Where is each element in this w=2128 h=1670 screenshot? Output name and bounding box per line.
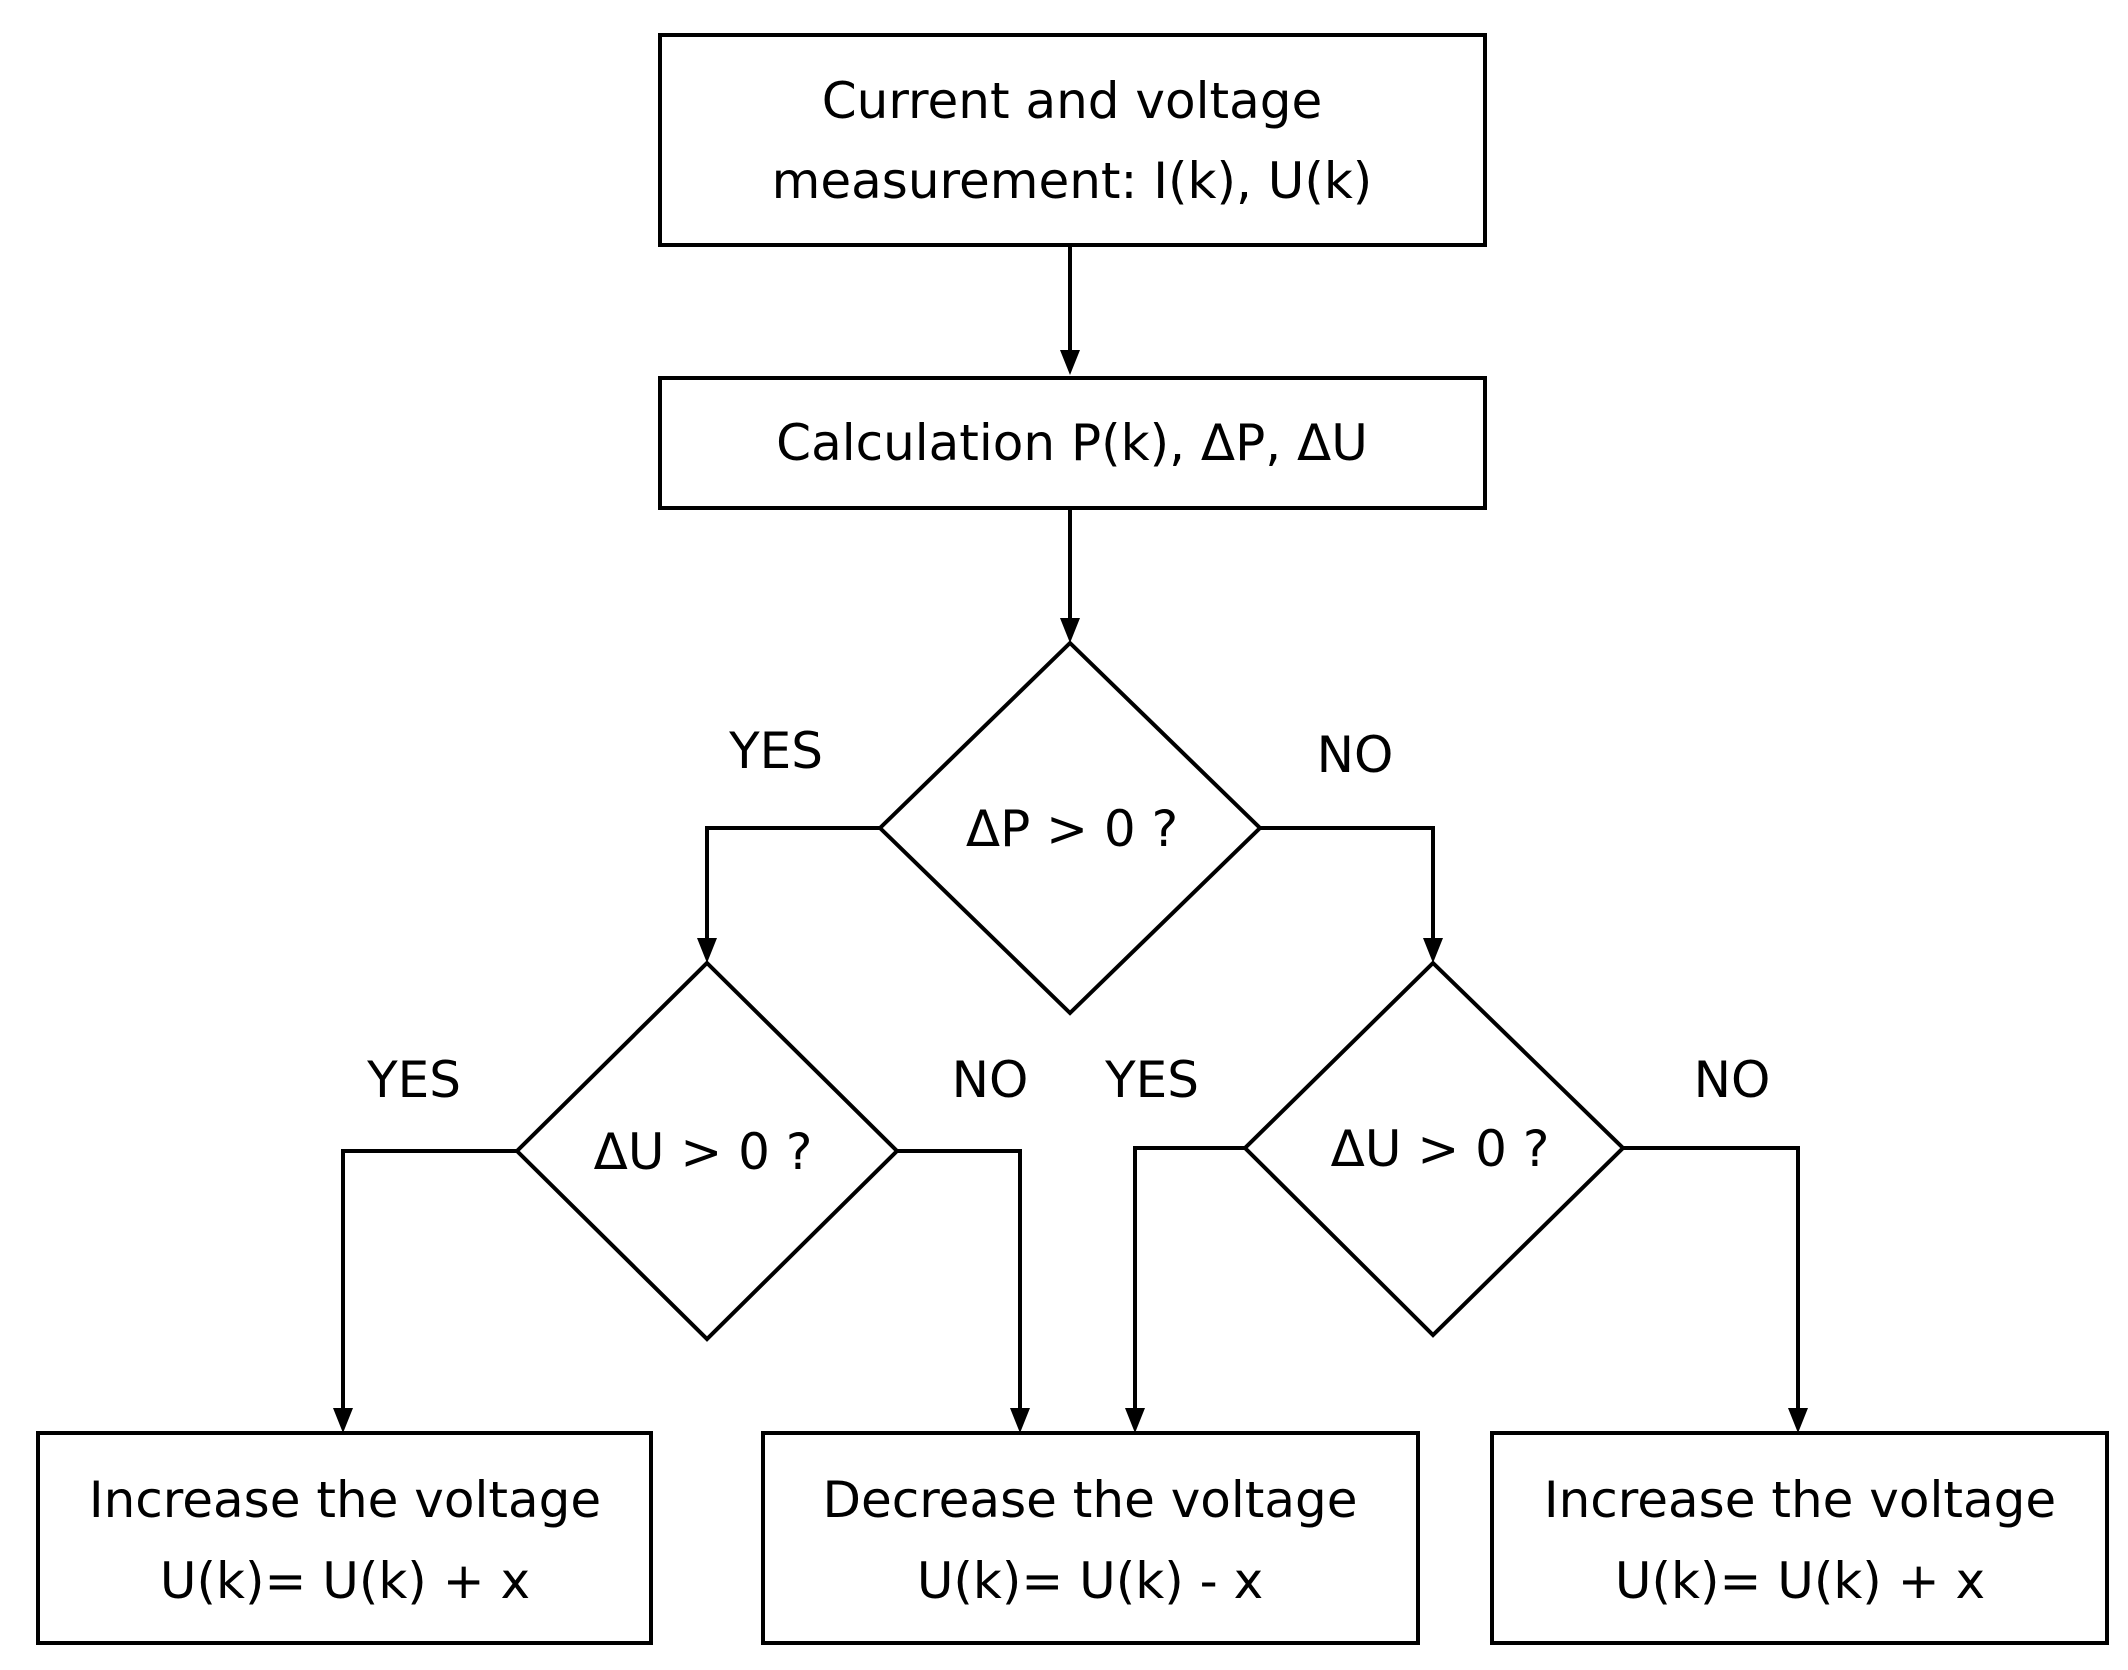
label-du-right-yes: YES [1104,1051,1199,1109]
decision-dp-diamond [877,640,1263,1016]
label-du-right-no: NO [1694,1051,1771,1109]
label-du-left-no: NO [952,1051,1029,1109]
arrowhead-increase-right [1788,1408,1808,1433]
label-dp-no: NO [1317,726,1394,784]
label-du-left-yes: YES [366,1051,461,1109]
arrowhead-decision-dp [1060,618,1080,643]
edge-du-left-no [897,1149,1022,1408]
edge-dp-no [1260,826,1435,938]
edge-dp-yes [705,826,880,938]
arrowhead-du-left [697,938,717,963]
increase-right-line1: Increase the voltage [1544,1471,2056,1529]
measure-line1: Current and voltage [822,72,1322,130]
branch-labels: YES NO YES NO YES NO [366,722,1770,1109]
node-calc: Calculation P(k), ΔP, ΔU [658,376,1487,510]
label-dp-yes: YES [728,722,823,780]
decision-du-left-text: ΔU > 0 ? [594,1123,813,1181]
calc-text: Calculation P(k), ΔP, ΔU [776,414,1368,472]
increase-left-line1: Increase the voltage [89,1471,601,1529]
node-decision-du-right: ΔU > 0 ? [1242,960,1626,1338]
decision-du-left-diamond [514,960,900,1342]
node-decision-du-left: ΔU > 0 ? [514,960,900,1342]
decision-du-right-diamond [1242,960,1626,1338]
arrowhead-increase-left [333,1408,353,1433]
node-increase-left: Increase the voltage U(k)= U(k) + x [36,1431,653,1645]
edge-du-right-yes [1133,1146,1245,1408]
decrease-line1: Decrease the voltage [822,1471,1357,1529]
increase-left-box [36,1431,653,1645]
edge-du-right-no [1623,1146,1800,1408]
increase-right-line2: U(k)= U(k) + x [1615,1552,1985,1610]
arrowhead-decrease-b [1125,1408,1145,1433]
decrease-line2: U(k)= U(k) - x [917,1552,1263,1610]
measure-box [658,33,1487,247]
node-increase-right: Increase the voltage U(k)= U(k) + x [1490,1431,2109,1645]
decision-dp-text: ΔP > 0 ? [966,800,1178,858]
node-decrease: Decrease the voltage U(k)= U(k) - x [761,1431,1420,1645]
node-measure: Current and voltage measurement: I(k), U… [658,33,1487,247]
arrowhead-calc [1060,350,1080,375]
arrowhead-decrease-a [1010,1408,1030,1433]
decision-du-right-text: ΔU > 0 ? [1331,1120,1550,1178]
calc-box [658,376,1487,510]
edges [333,245,1808,1433]
measure-line2: measurement: I(k), U(k) [772,152,1373,210]
arrowhead-du-right [1423,938,1443,963]
edge-du-left-yes [341,1149,517,1408]
increase-right-box [1490,1431,2109,1645]
decrease-box [761,1431,1420,1645]
node-decision-dp: ΔP > 0 ? [877,640,1263,1016]
increase-left-line2: U(k)= U(k) + x [160,1552,530,1610]
